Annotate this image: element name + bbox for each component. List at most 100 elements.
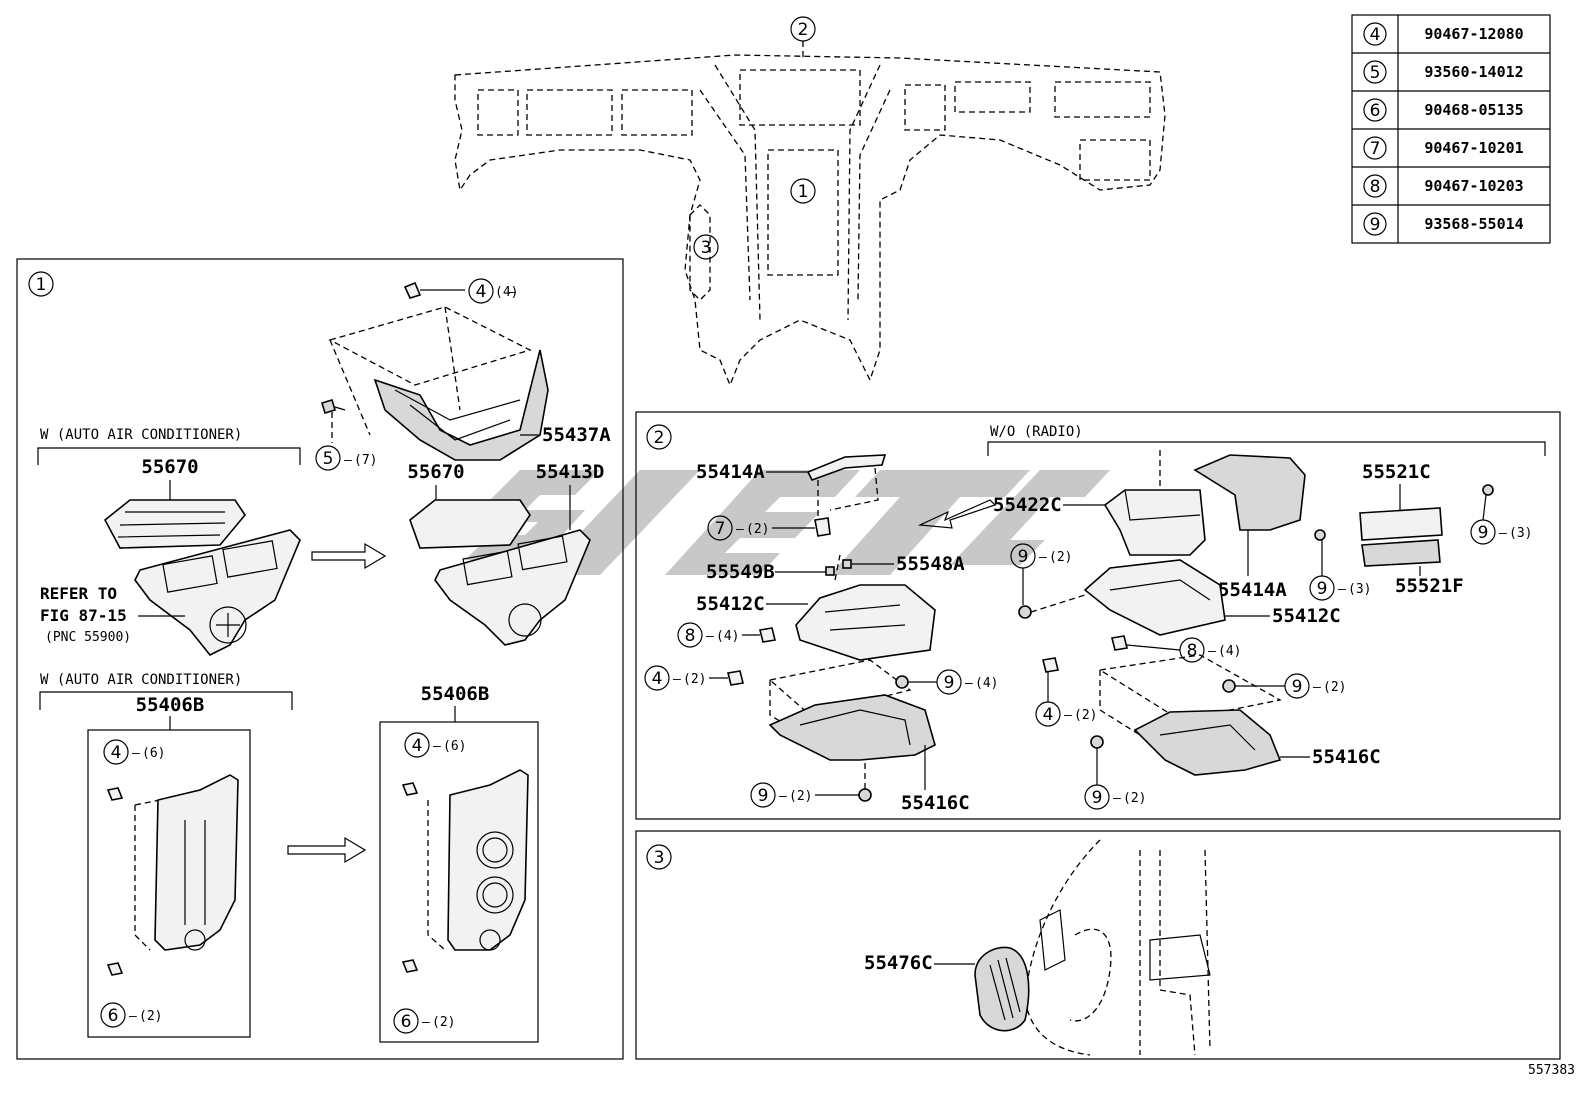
arrow-icon	[287, 836, 367, 864]
overview-callout-3: 3	[693, 234, 719, 260]
svg-text:(4): (4)	[495, 285, 518, 300]
ref-9-c: 9 – (2)	[1010, 543, 1086, 619]
svg-text:9: 9	[758, 786, 769, 806]
svg-text:4: 4	[1043, 705, 1054, 725]
part-label-55548A: 55548A	[896, 553, 965, 575]
part-label-55437A: 55437A	[542, 424, 611, 446]
arrow-icon	[917, 499, 997, 529]
panel-number: 3	[654, 848, 665, 868]
part-label-55422C: 55422C	[993, 494, 1062, 516]
ref-9-a: 9 – (4)	[895, 669, 998, 695]
table-ref-number: 6	[1370, 101, 1381, 121]
part-55437A-drawing	[328, 281, 549, 461]
trim-strip-drawing	[806, 454, 887, 481]
panel-number: 1	[36, 275, 47, 295]
panel-3: 3 55476C	[635, 830, 1561, 1060]
bezel-drawing	[134, 529, 301, 657]
svg-text:6: 6	[108, 1006, 119, 1026]
svg-text:9: 9	[944, 673, 955, 693]
table-ref-number: 5	[1370, 63, 1381, 83]
svg-text:–: –	[508, 285, 516, 300]
console-drawing	[1083, 559, 1226, 636]
ref-6-left: 6 – (2)	[100, 1002, 162, 1028]
ref-4-b: 4 – (2)	[1035, 657, 1097, 727]
svg-text:(2): (2)	[139, 1009, 162, 1024]
svg-text:–: –	[1064, 708, 1072, 723]
svg-text:–: –	[736, 522, 744, 537]
side-panel-vents-drawing	[401, 769, 529, 973]
svg-text:(2): (2)	[1074, 708, 1097, 723]
svg-text:(2): (2)	[683, 672, 706, 687]
svg-text:–: –	[1313, 680, 1321, 695]
table-part-number: 90468-05135	[1424, 101, 1523, 119]
svg-text:9: 9	[1018, 547, 1029, 567]
ref-4-top: 4 (4) –	[468, 278, 518, 304]
condition-label: W (AUTO AIR CONDITIONER)	[40, 427, 242, 443]
panel-2: 2 W/O (RADIO) 55414A 7 – (2) 55549B 5554…	[635, 411, 1561, 820]
screw-icon	[321, 399, 346, 443]
part-label-55406B: 55406B	[421, 683, 490, 705]
table-part-number: 93568-55014	[1424, 215, 1523, 233]
svg-text:–: –	[1039, 550, 1047, 565]
table-row: 5 93560-14012	[1363, 60, 1524, 84]
part-label-55416C: 55416C	[901, 792, 970, 814]
part-label-55521C: 55521C	[1362, 461, 1431, 483]
lower-frame-drawing	[768, 694, 936, 761]
ref-4-left: 4 – (6)	[103, 739, 165, 765]
side-trim-drawing	[1024, 839, 1211, 1056]
table-part-number: 90467-10201	[1424, 139, 1523, 157]
part-label-55476C: 55476C	[864, 952, 933, 974]
svg-text:(7): (7)	[354, 453, 377, 468]
svg-text:–: –	[673, 672, 681, 687]
ref-9-e: 9 – (3)	[1470, 484, 1532, 545]
svg-text:9: 9	[1478, 523, 1489, 543]
svg-text:–: –	[706, 629, 714, 644]
part-label-55414A: 55414A	[1218, 579, 1287, 601]
ref-7: 7 – (2)	[707, 515, 831, 541]
svg-text:2: 2	[798, 20, 809, 40]
part-label-55521F: 55521F	[1395, 575, 1464, 597]
ref-9-g: 9 – (2)	[1084, 735, 1146, 810]
table-row: 4 90467-12080	[1363, 22, 1524, 46]
sub-frame-left	[87, 729, 251, 1038]
svg-text:(2): (2)	[1049, 550, 1072, 565]
console-drawing	[795, 584, 936, 661]
table-row: 6 90468-05135	[1363, 98, 1524, 122]
part-label-55413D: 55413D	[536, 461, 605, 483]
module-drawing	[1359, 507, 1443, 541]
svg-text:4: 4	[111, 743, 122, 763]
part-label-55416C: 55416C	[1312, 746, 1381, 768]
panel-number: 2	[654, 428, 665, 448]
svg-text:1: 1	[798, 182, 809, 202]
condition-label: W/O (RADIO)	[990, 424, 1083, 440]
lower-frame-drawing	[1133, 709, 1282, 776]
part-number-table: 4 90467-12080 5 93560-14012 6 90468-0513…	[1351, 14, 1551, 244]
ref-9-f: 9 – (2)	[1222, 673, 1346, 699]
ref-8-a: 8 – (4)	[677, 622, 776, 648]
svg-text:–: –	[433, 739, 441, 754]
table-ref-number: 4	[1370, 25, 1381, 45]
table-ref-number: 9	[1370, 215, 1381, 235]
svg-text:–: –	[129, 1009, 137, 1024]
svg-text:4: 4	[412, 736, 423, 756]
vent-grille-drawing	[974, 946, 1030, 1032]
refer-text-line1: REFER TO	[40, 584, 117, 603]
svg-text:6: 6	[401, 1012, 412, 1032]
svg-text:–: –	[1208, 644, 1216, 659]
clip-icon	[401, 782, 419, 796]
ref-6-right: 6 – (2)	[393, 1008, 455, 1034]
svg-text:4: 4	[652, 669, 663, 689]
svg-text:–: –	[1499, 526, 1507, 541]
part-label-55670: 55670	[141, 456, 198, 478]
ref-8-b: 8 – (4)	[1111, 635, 1241, 663]
svg-text:(3): (3)	[1348, 582, 1371, 597]
sub-frame-right	[379, 721, 539, 1043]
svg-text:8: 8	[685, 626, 696, 646]
condition-label: W (AUTO AIR CONDITIONER)	[40, 672, 242, 688]
clip-icon	[403, 281, 422, 299]
ref-9-b: 9 – (2)	[750, 760, 872, 808]
svg-text:(2): (2)	[746, 522, 769, 537]
refer-text-line2: FIG 87-15	[40, 606, 127, 625]
clip-icon	[106, 962, 124, 976]
overview-callout-2: 2	[790, 16, 816, 58]
